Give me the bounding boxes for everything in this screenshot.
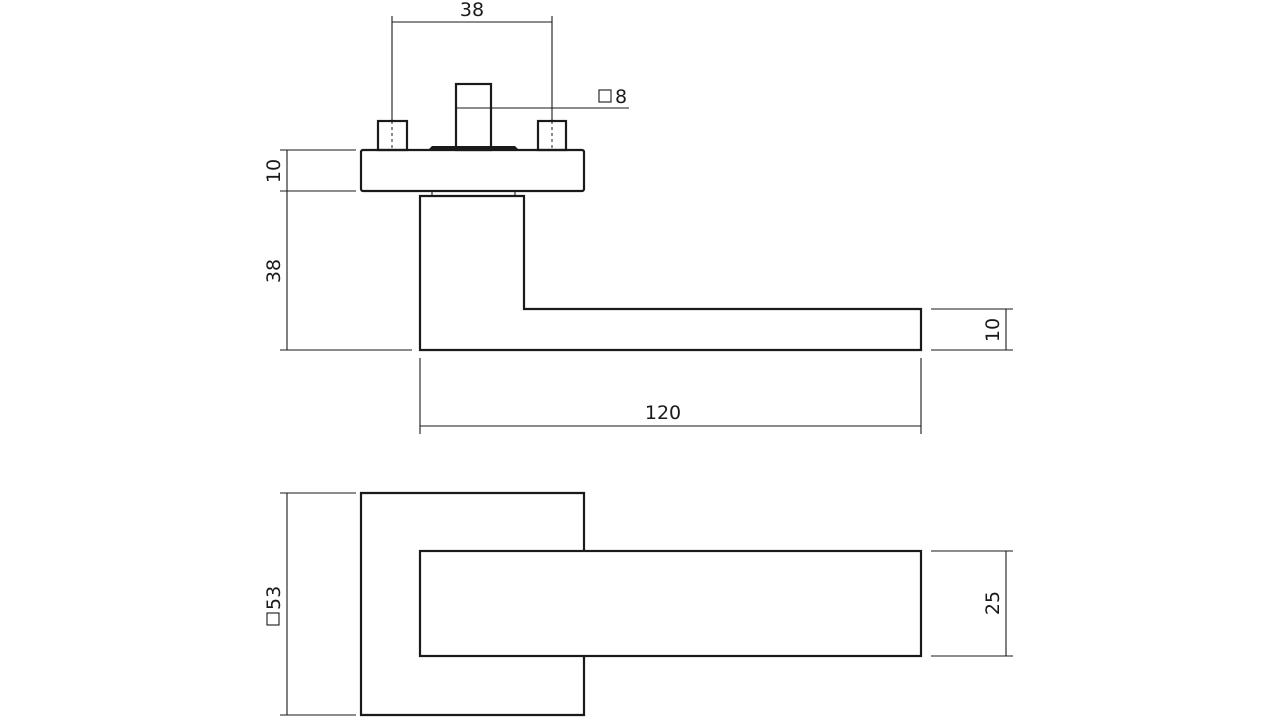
dim-lever-height-value: 38 [263,259,285,283]
dim-lever-length-value: 120 [645,402,681,424]
spindle [454,82,493,152]
dim-rose-square: 53 [263,492,356,716]
dim-lever-thickness-value: 10 [982,318,1004,342]
square-symbol-icon [266,612,280,626]
dim-screw-spacing-value: 38 [460,0,484,21]
square-symbol-icon [598,89,612,103]
dim-lever-height: 38 [263,191,412,351]
top-view: 53 25 [263,491,1013,717]
dim-screw-spacing: 38 [391,0,553,121]
dim-spindle-square-value: 8 [615,86,627,108]
lever-side [418,194,923,352]
side-view: 38 8 10 38 10 [263,0,1013,434]
rose-plate-top [359,491,586,717]
dim-rose-thickness-value: 10 [263,159,285,183]
dim-rose-thickness: 10 [263,149,356,192]
dim-lever-width: 25 [931,550,1013,657]
spindle-base [428,146,519,150]
dim-lever-thickness: 10 [931,308,1013,351]
dim-rose-square-value: 53 [263,586,285,610]
lever-top [418,549,923,658]
dim-lever-length: 120 [419,358,922,434]
dim-spindle-square: 8 [473,86,629,109]
dim-lever-width-value: 25 [982,591,1004,615]
rose-plate-side [359,148,586,193]
